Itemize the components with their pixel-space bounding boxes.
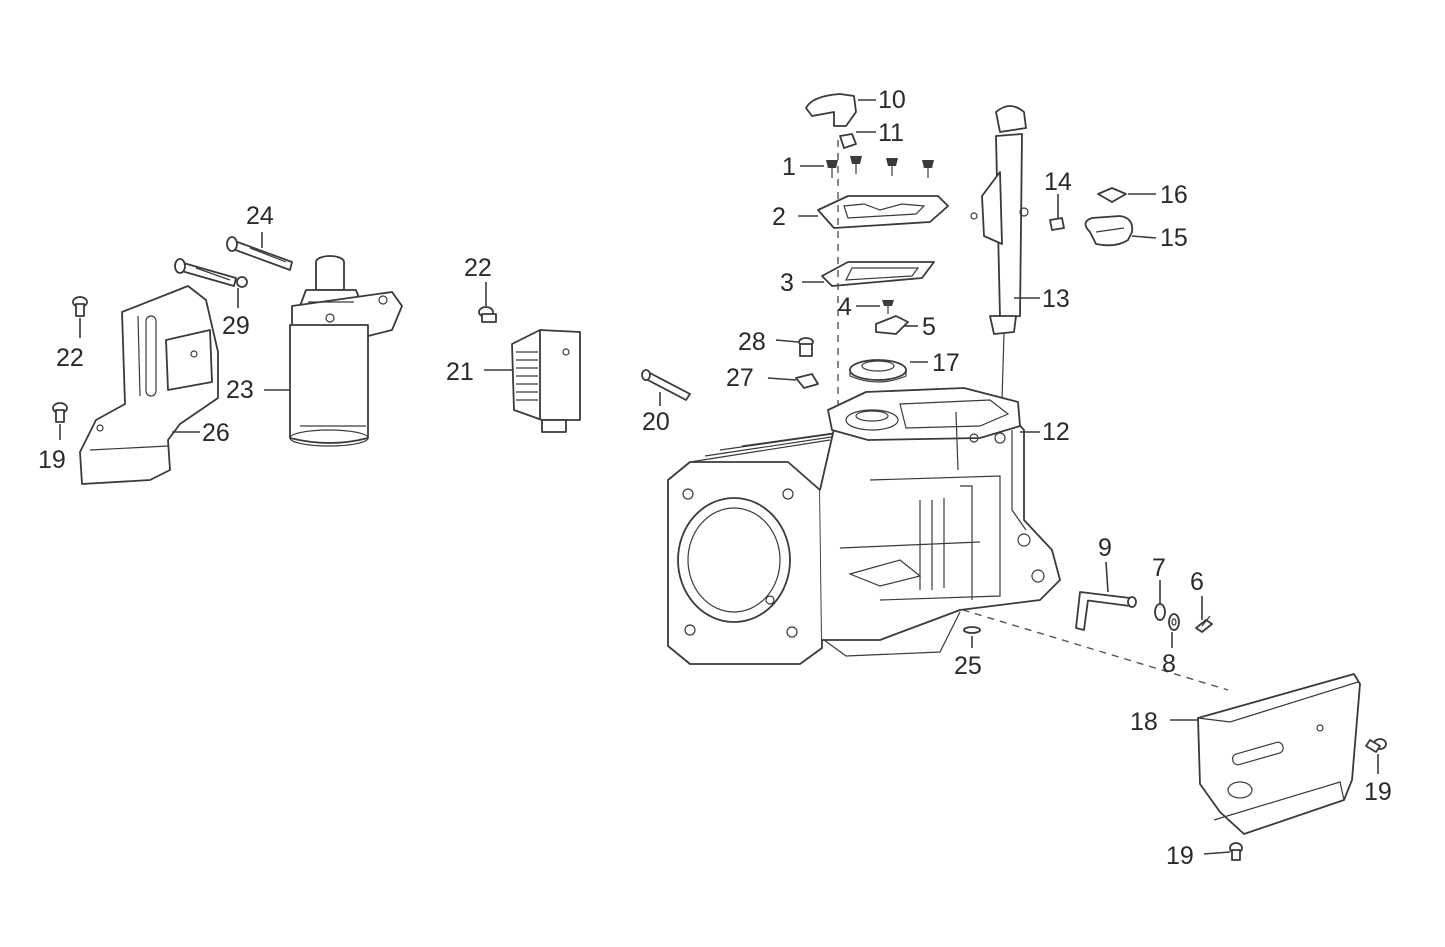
callout-2: 2 (772, 203, 786, 231)
bolt-29 (174, 258, 248, 288)
callout-5: 5 (922, 313, 936, 341)
callout-29: 29 (222, 312, 250, 340)
nut-14 (1049, 217, 1065, 231)
washer-7 (1154, 603, 1166, 621)
screw-19-bottom (1229, 842, 1243, 861)
callout-10: 10 (878, 86, 906, 114)
callout-27: 27 (726, 364, 754, 392)
fitting-16 (1097, 187, 1127, 203)
callout-6: 6 (1190, 568, 1204, 596)
reed-valve-5 (875, 315, 909, 335)
callout-19-bottom: 19 (1166, 842, 1194, 870)
callout-28: 28 (738, 328, 766, 356)
callout-9: 9 (1098, 534, 1112, 562)
alignment-line-bracket (949, 605, 1229, 691)
callout-21: 21 (446, 358, 474, 386)
callout-22-left: 22 (56, 344, 84, 372)
heat-shield-26 (79, 285, 219, 485)
screw-19-left (52, 402, 68, 423)
washer-8 (1168, 613, 1180, 631)
callout-12: 12 (1042, 418, 1070, 446)
linkage-rod-9 (1075, 591, 1137, 631)
callout-17: 17 (932, 349, 960, 377)
callout-16: 16 (1160, 181, 1188, 209)
dowel-pin-20 (641, 369, 691, 401)
callout-15: 15 (1160, 224, 1188, 252)
callout-13: 13 (1042, 285, 1070, 313)
ignition-coil-21 (511, 329, 581, 433)
screw-4 (882, 300, 894, 314)
callout-24: 24 (246, 202, 274, 230)
callout-1: 1 (782, 153, 796, 181)
screw-28 (798, 337, 814, 357)
mounting-bracket-18 (1197, 673, 1361, 835)
callout-14: 14 (1044, 168, 1072, 196)
grommet-11 (839, 133, 857, 149)
oil-seal-17 (849, 359, 907, 383)
o-ring-25 (963, 626, 981, 634)
callout-26: 26 (202, 419, 230, 447)
leader-lines (59, 99, 1379, 855)
screws-1 (826, 156, 934, 178)
breather-tube-10 (805, 93, 857, 127)
breather-cover-2 (817, 195, 949, 229)
callout-20: 20 (642, 408, 670, 436)
plate-27 (795, 373, 819, 389)
starter-motor-23 (289, 255, 403, 447)
dipstick-13 (970, 105, 1029, 401)
crankcase-12 (667, 387, 1061, 665)
callout-23: 23 (226, 376, 254, 404)
bolt-24 (226, 236, 293, 271)
breather-gasket-3 (821, 261, 935, 287)
callout-3: 3 (780, 269, 794, 297)
callout-19-right: 19 (1364, 778, 1392, 806)
callout-numbers: 10 11 1 2 3 4 5 28 27 17 13 12 14 15 16 … (38, 86, 1392, 870)
callout-18: 18 (1130, 708, 1158, 736)
callout-25: 25 (954, 652, 982, 680)
callout-22-middle: 22 (464, 254, 492, 282)
hose-15 (1084, 215, 1134, 247)
cotter-pin-6 (1195, 615, 1213, 633)
screw-19-right (1365, 738, 1387, 753)
screw-22-middle (478, 306, 497, 323)
callout-19-left: 19 (38, 446, 66, 474)
screw-22-left (72, 296, 88, 317)
callout-8: 8 (1162, 650, 1176, 678)
callout-4: 4 (838, 293, 852, 321)
callout-7: 7 (1152, 554, 1166, 582)
callout-11: 11 (878, 119, 904, 147)
